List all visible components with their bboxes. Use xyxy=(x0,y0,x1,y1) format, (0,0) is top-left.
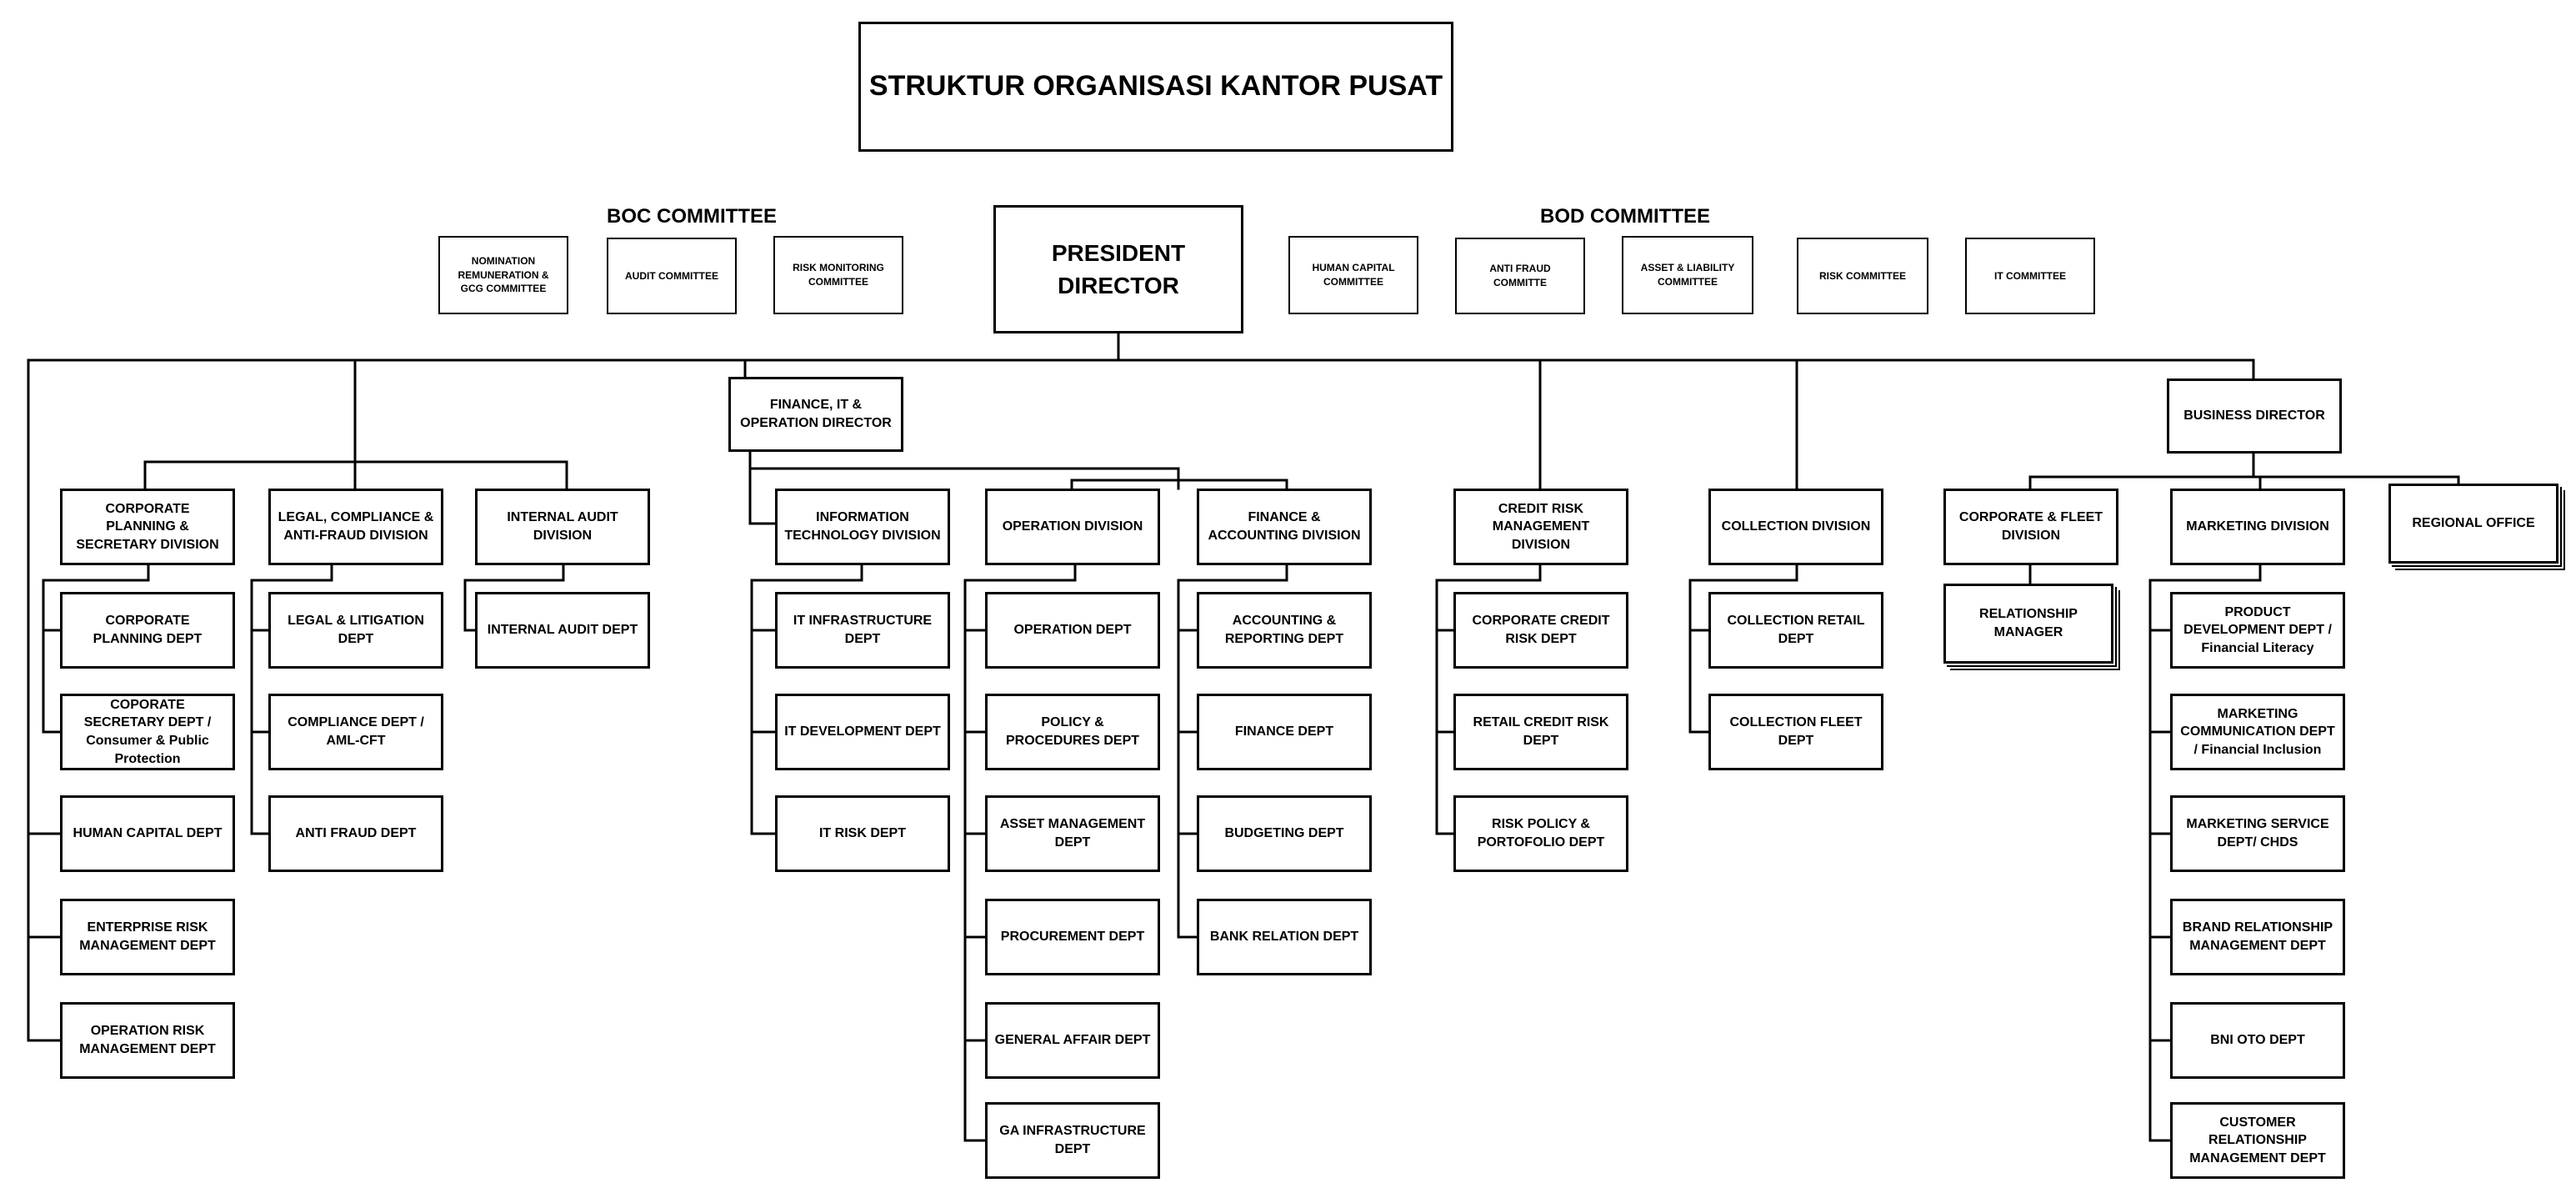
finance-accounting-division: FINANCE & ACCOUNTING DIVISION xyxy=(1197,489,1372,565)
boc-committee-heading: BOC COMMITTEE xyxy=(607,205,777,228)
operation-dept: OPERATION DEPT xyxy=(985,592,1160,669)
enterprise-risk-management-dept: ENTERPRISE RISK MANAGEMENT DEPT xyxy=(60,899,235,975)
product-development-dept: PRODUCT DEVELOPMENT DEPT / Financial Lit… xyxy=(2170,592,2345,669)
bod-committee-heading: BOD COMMITTEE xyxy=(1540,205,1710,228)
brand-relationship-management-dept: BRAND RELATIONSHIP MANAGEMENT DEPT xyxy=(2170,899,2345,975)
chart-title: STRUKTUR ORGANISASI KANTOR PUSAT xyxy=(858,22,1453,152)
asset-management-dept: ASSET MANAGEMENT DEPT xyxy=(985,795,1160,872)
operation-division: OPERATION DIVISION xyxy=(985,489,1160,565)
legal-compliance-division: LEGAL, COMPLIANCE & ANTI-FRAUD DIVISION xyxy=(268,489,443,565)
general-affair-dept: GENERAL AFFAIR DEPT xyxy=(985,1002,1160,1079)
president-director-box: PRESIDENT DIRECTOR xyxy=(993,205,1243,333)
bod-committee-it: IT COMMITTEE xyxy=(1965,238,2095,314)
ga-infrastructure-dept: GA INFRASTRUCTURE DEPT xyxy=(985,1102,1160,1179)
collection-division: COLLECTION DIVISION xyxy=(1708,489,1883,565)
credit-risk-management-division: CREDIT RISK MANAGEMENT DIVISION xyxy=(1453,489,1628,565)
bni-oto-dept: BNI OTO DEPT xyxy=(2170,1002,2345,1079)
human-capital-dept: HUMAN CAPITAL DEPT xyxy=(60,795,235,872)
it-infrastructure-dept: IT INFRASTRUCTURE DEPT xyxy=(775,592,950,669)
retail-credit-risk-dept: RETAIL CREDIT RISK DEPT xyxy=(1453,694,1628,770)
internal-audit-division: INTERNAL AUDIT DIVISION xyxy=(475,489,650,565)
marketing-service-dept: MARKETING SERVICE DEPT/ CHDS xyxy=(2170,795,2345,872)
bod-committee-anti-fraud: ANTI FRAUD COMMITTE xyxy=(1455,238,1585,314)
finance-dept: FINANCE DEPT xyxy=(1197,694,1372,770)
accounting-reporting-dept: ACCOUNTING & REPORTING DEPT xyxy=(1197,592,1372,669)
it-development-dept: IT DEVELOPMENT DEPT xyxy=(775,694,950,770)
corporate-planning-division: CORPORATE PLANNING & SECRETARY DIVISION xyxy=(60,489,235,565)
collection-fleet-dept: COLLECTION FLEET DEPT xyxy=(1708,694,1883,770)
information-technology-division: INFORMATION TECHNOLOGY DIVISION xyxy=(775,489,950,565)
budgeting-dept: BUDGETING DEPT xyxy=(1197,795,1372,872)
business-director: BUSINESS DIRECTOR xyxy=(2167,378,2342,454)
it-risk-dept: IT RISK DEPT xyxy=(775,795,950,872)
relationship-manager: RELATIONSHIP MANAGER xyxy=(1943,584,2113,664)
marketing-division: MARKETING DIVISION xyxy=(2170,489,2345,565)
operation-risk-management-dept: OPERATION RISK MANAGEMENT DEPT xyxy=(60,1002,235,1079)
bank-relation-dept: BANK RELATION DEPT xyxy=(1197,899,1372,975)
bod-committee-risk: RISK COMMITTEE xyxy=(1797,238,1928,314)
boc-committee-nomination: NOMINATION REMUNERATION & GCG COMMITTEE xyxy=(438,236,568,314)
boc-committee-audit: AUDIT COMMITTEE xyxy=(607,238,737,314)
bod-committee-asset-liability: ASSET & LIABILITY COMMITTEE xyxy=(1622,236,1753,314)
customer-relationship-management-dept: CUSTOMER RELATIONSHIP MANAGEMENT DEPT xyxy=(2170,1102,2345,1179)
policy-procedures-dept: POLICY & PROCEDURES DEPT xyxy=(985,694,1160,770)
internal-audit-dept: INTERNAL AUDIT DEPT xyxy=(475,592,650,669)
corporate-planning-dept: CORPORATE PLANNING DEPT xyxy=(60,592,235,669)
anti-fraud-dept: ANTI FRAUD DEPT xyxy=(268,795,443,872)
collection-retail-dept: COLLECTION RETAIL DEPT xyxy=(1708,592,1883,669)
legal-litigation-dept: LEGAL & LITIGATION DEPT xyxy=(268,592,443,669)
procurement-dept: PROCUREMENT DEPT xyxy=(985,899,1160,975)
corporate-fleet-division: CORPORATE & FLEET DIVISION xyxy=(1943,489,2118,565)
bod-committee-human-capital: HUMAN CAPITAL COMMITTEE xyxy=(1288,236,1418,314)
boc-committee-risk-monitoring: RISK MONITORING COMMITTEE xyxy=(773,236,903,314)
corporate-credit-risk-dept: CORPORATE CREDIT RISK DEPT xyxy=(1453,592,1628,669)
regional-office: REGIONAL OFFICE xyxy=(2388,484,2558,564)
finance-it-operation-director: FINANCE, IT & OPERATION DIRECTOR xyxy=(728,377,903,452)
risk-policy-portofolio-dept: RISK POLICY & PORTOFOLIO DEPT xyxy=(1453,795,1628,872)
corporate-secretary-dept: COPORATE SECRETARY DEPT / Consumer & Pub… xyxy=(60,694,235,770)
marketing-communication-dept: MARKETING COMMUNICATION DEPT / Financial… xyxy=(2170,694,2345,770)
compliance-dept: COMPLIANCE DEPT / AML-CFT xyxy=(268,694,443,770)
